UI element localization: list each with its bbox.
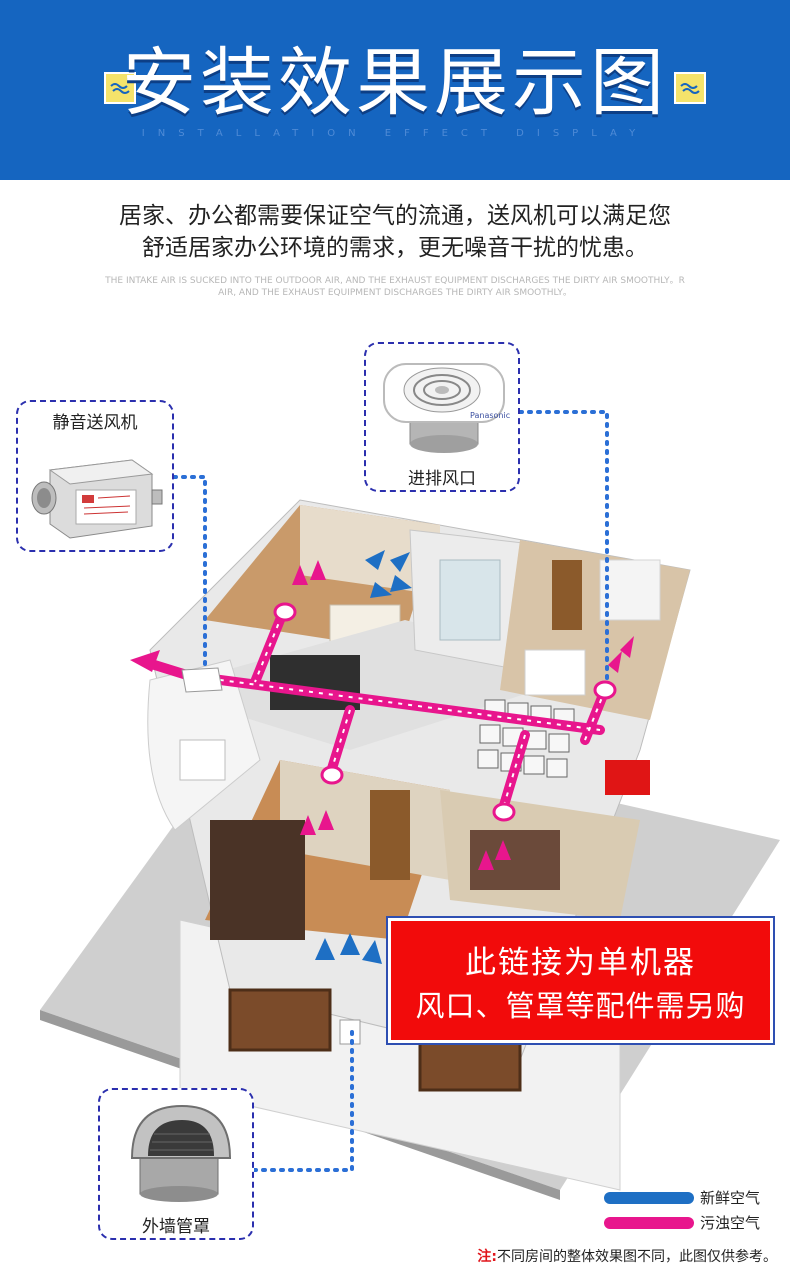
callout-label-hood: 外墙管罩 bbox=[142, 1217, 210, 1237]
accessory-notice-line-2: 风口、管罩等配件需另购 bbox=[415, 989, 746, 1023]
legend-label-dirty: 污浊空气 bbox=[700, 1214, 761, 1232]
intro-line-2: 舒适居家办公环境的需求，更无噪音干扰的忧患。 bbox=[142, 235, 648, 261]
wave-icon bbox=[104, 72, 136, 104]
installation-scene: 静音送风机 Panasonic 进排风口 bbox=[0, 320, 790, 1240]
intro-text: 居家、办公都需要保证空气的流通，送风机可以满足您 舒适居家办公环境的需求，更无噪… bbox=[0, 200, 790, 264]
intro-line-1: 居家、办公都需要保证空气的流通，送风机可以满足您 bbox=[119, 203, 671, 229]
callout-silent-fan: 静音送风机 bbox=[16, 400, 174, 552]
air-vent-image: Panasonic bbox=[383, 363, 510, 453]
note-text: 不同房间的整体效果图不同，此图仅供参考。 bbox=[497, 1249, 777, 1265]
vent-brand-text: Panasonic bbox=[470, 411, 510, 420]
callout-label-fan: 静音送风机 bbox=[52, 413, 138, 433]
fresh-air-swatch bbox=[604, 1192, 694, 1204]
callout-wall-hood: 外墙管罩 bbox=[98, 1088, 254, 1240]
callout-label-vent: 进排风口 bbox=[408, 469, 476, 489]
header-banner: 安装效果展示图 INSTALLATION EFFECT DISPLAY bbox=[0, 0, 790, 180]
legend-item-dirty: 污浊空气 bbox=[604, 1213, 784, 1233]
wave-icon bbox=[674, 72, 706, 104]
intro-english: THE INTAKE AIR IS SUCKED INTO THE OUTDOO… bbox=[105, 276, 685, 298]
legend-item-fresh: 新鲜空气 bbox=[604, 1188, 784, 1208]
wall-hood-image bbox=[130, 1104, 232, 1202]
accessory-notice: 此链接为单机器 风口、管罩等配件需另购 bbox=[386, 916, 775, 1045]
page-subtitle: INSTALLATION EFFECT DISPLAY bbox=[141, 128, 649, 139]
legend-label-fresh: 新鲜空气 bbox=[700, 1189, 761, 1207]
fan-unit-image bbox=[31, 459, 163, 539]
air-legend: 新鲜空气 污浊空气 bbox=[604, 1188, 784, 1238]
accessory-notice-line-1: 此链接为单机器 bbox=[465, 945, 696, 981]
disclaimer-note: 注:不同房间的整体效果图不同，此图仅供参考。 bbox=[0, 1246, 777, 1266]
callout-air-vent: Panasonic 进排风口 bbox=[364, 342, 520, 492]
note-prefix: 注: bbox=[477, 1249, 497, 1265]
page-title: 安装效果展示图 bbox=[122, 40, 668, 126]
dirty-air-swatch bbox=[604, 1217, 694, 1229]
